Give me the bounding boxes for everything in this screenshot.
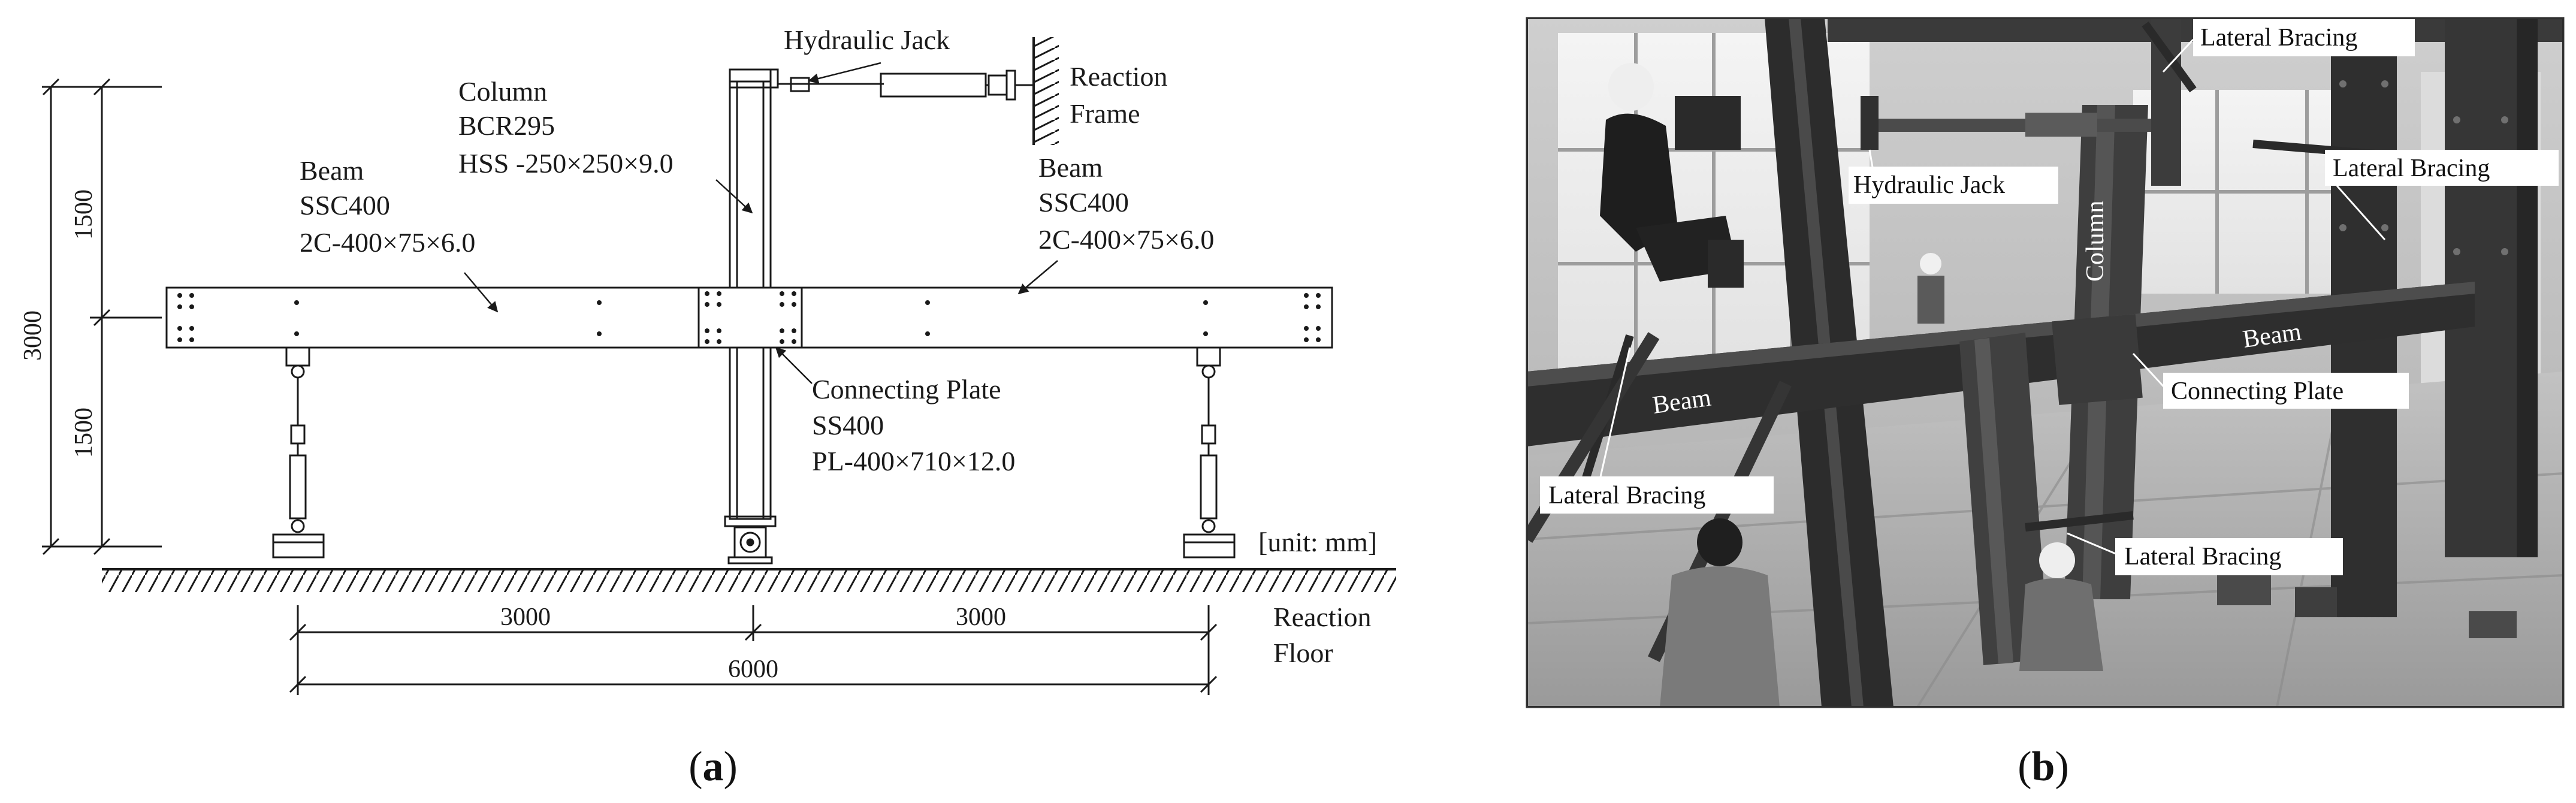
caption-a: (a) xyxy=(688,744,738,790)
panel-b-photo: Lateral Bracing Lateral Bracing Hydrauli… xyxy=(1526,17,2565,790)
dim-height-upper: 1500 xyxy=(70,189,98,240)
label-unit: [unit: mm] xyxy=(1258,527,1377,557)
horizontal-dimensions xyxy=(289,605,1218,695)
label-connecting-plate-1: Connecting Plate xyxy=(812,374,1001,404)
reaction-floor xyxy=(102,568,1396,592)
svg-text:Lateral Bracing: Lateral Bracing xyxy=(2200,24,2357,52)
svg-text:Lateral Bracing: Lateral Bracing xyxy=(2124,543,2281,570)
photo-label-hydraulic-jack: Hydraulic Jack xyxy=(1849,167,2058,204)
label-beam-right-3: 2C-400×75×6.0 xyxy=(1038,224,1214,255)
label-connecting-plate-3: PL-400×710×12.0 xyxy=(812,446,1015,476)
label-column-1: Column xyxy=(458,76,547,107)
leader-arrows xyxy=(464,62,1058,384)
photo-worker-bottom-left xyxy=(1660,518,1780,707)
photo-label-lateral-bracing-right: Lateral Bracing xyxy=(2325,150,2559,186)
svg-text:Hydraulic Jack: Hydraulic Jack xyxy=(1853,171,2005,199)
dim-span-right: 3000 xyxy=(956,603,1006,631)
dim-height-lower: 1500 xyxy=(70,407,98,458)
photo-label-lateral-bracing-top: Lateral Bracing xyxy=(2193,19,2415,56)
photo-label-lateral-bracing-bottom: Lateral Bracing xyxy=(2115,538,2343,575)
photo-label-connecting-plate: Connecting Plate xyxy=(2163,373,2409,409)
photo-worker-bottom-center xyxy=(2019,542,2103,671)
svg-text:Lateral Bracing: Lateral Bracing xyxy=(2333,155,2490,182)
caption-b: (b) xyxy=(2018,744,2069,790)
label-column-2: BCR295 xyxy=(458,110,555,141)
label-beam-left-3: 2C-400×75×6.0 xyxy=(300,227,475,258)
right-support xyxy=(1183,346,1236,559)
photo-worker-background xyxy=(1917,253,1944,324)
label-beam-left-2: SSC400 xyxy=(300,190,390,221)
label-hydraulic-jack: Hydraulic Jack xyxy=(784,25,950,55)
panel-a-drawing xyxy=(42,37,1396,695)
label-beam-right-1: Beam xyxy=(1038,152,1103,183)
label-column-3: HSS -250×250×9.0 xyxy=(458,148,674,179)
photo-label-lateral-bracing-left: Lateral Bracing xyxy=(1540,476,1774,514)
panel-a-labels: Hydraulic Jack Reaction Frame Column BCR… xyxy=(19,25,1377,790)
label-reaction-frame-1: Reaction xyxy=(1070,61,1168,92)
svg-text:Connecting Plate: Connecting Plate xyxy=(2171,378,2344,405)
label-beam-left-1: Beam xyxy=(300,155,364,186)
photo-label-column: Column xyxy=(2082,201,2109,282)
left-support xyxy=(272,346,325,559)
dim-height-total: 3000 xyxy=(19,310,47,361)
beam xyxy=(165,286,1333,349)
vertical-dimensions xyxy=(42,78,162,556)
dim-span-left: 3000 xyxy=(500,603,551,631)
label-connecting-plate-2: SS400 xyxy=(812,410,884,440)
label-reaction-floor-2: Floor xyxy=(1273,638,1333,668)
label-reaction-floor-1: Reaction xyxy=(1273,602,1372,632)
label-beam-right-2: SSC400 xyxy=(1038,187,1129,218)
label-reaction-frame-2: Frame xyxy=(1070,98,1140,129)
dim-span-total: 6000 xyxy=(728,656,778,683)
svg-text:Lateral Bracing: Lateral Bracing xyxy=(1548,482,1705,509)
photo-worker-climbing xyxy=(1600,63,1744,288)
